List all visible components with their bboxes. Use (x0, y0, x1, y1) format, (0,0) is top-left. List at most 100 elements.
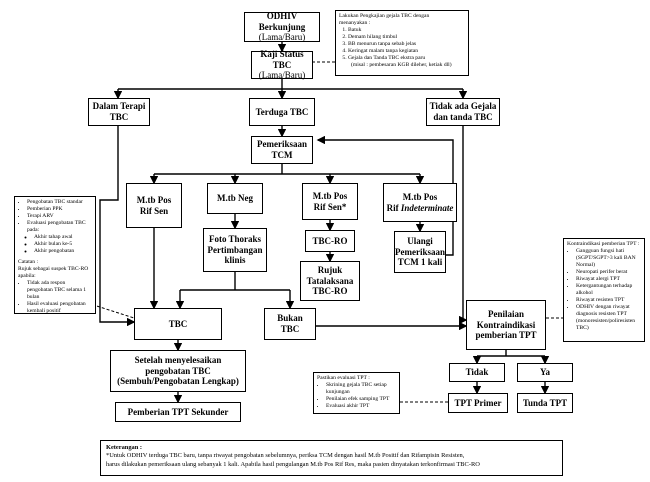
node-tbc-ro: TBC-RO (305, 230, 355, 252)
node-pemeriksaan-line1: Pemeriksaan (257, 139, 307, 150)
node-tidak: Tidak (449, 363, 505, 382)
node-rujuk-line3: TBC-RO (312, 286, 348, 297)
note-gejala-item: Batuk (348, 27, 465, 34)
node-setelah: Setelah menyelesaikan pengobatan TBC (Se… (110, 350, 246, 392)
node-mtb-pos-rif-sen: M.tb Pos Rif Sen (126, 183, 182, 228)
note-pengobatan-item: Evaluasi pengobatan TBC pada: (27, 220, 92, 234)
note-kontra-heading: Kontraindikasi pemberian TPT : (567, 241, 640, 247)
node-mtb-pos-line2: Rif Sen (139, 205, 169, 216)
note-kontra-item: Riwayat resisten TPT (576, 297, 641, 304)
node-tunda-tpt-title: Tunda TPT (522, 397, 568, 408)
node-tidak-ada-gejala: Tidak ada Gejala dan tanda TBC (426, 98, 500, 126)
note-pengobatan-subitem: Akhir pengobatan (34, 248, 92, 255)
arrow-tidak-ada-penilaian (459, 126, 468, 325)
node-ulangi-line3: TCM 1 kali (397, 257, 443, 268)
node-mtb-pos-line1: M.tb Pos (136, 194, 172, 205)
note-kontra-item: Neuropati perifer berat (576, 269, 641, 276)
node-tidak-ada-line2: dan tanda TBC (433, 112, 493, 122)
node-tbc-title: TBC (168, 318, 188, 329)
keterangan-line2: harus dilakukan pemeriksaan ulang sebany… (106, 460, 480, 468)
note-gejala-heading2: menanyakan : (339, 19, 371, 26)
node-mtb-pos-rif-sen-star: M.tb Pos Rif Sen* (302, 183, 358, 220)
note-gejala-heading1: Lakukan Pengkajian gejala TBC dengan (339, 13, 430, 19)
note-pengobatan-item: Pemberian PPK (27, 206, 92, 213)
node-dalam-terapi: Dalam Terapi TBC (88, 98, 150, 126)
node-mtb-indet-line2: Rif Indeterminate (387, 203, 454, 214)
node-tidak-title: Tidak (465, 367, 489, 378)
node-rujuk-line2: Tatalaksana (306, 275, 354, 286)
node-kaji-sub: (Lama/Baru) (258, 70, 306, 81)
note-gejala: Lakukan Pengkajian gejala TBC dengan men… (335, 10, 469, 76)
node-pemeriksaan-tcm: Pemeriksaan TCM (251, 136, 313, 164)
node-tidak-ada-line1: Tidak ada Gejala (429, 101, 497, 112)
note-pengobatan-subitem: Akhir bulan ke-5 (34, 241, 92, 248)
node-tbc: TBC (134, 308, 222, 340)
node-rujuk-line1: Rujuk (317, 264, 343, 275)
note-catatan-head: Catatan : (18, 258, 39, 265)
node-kaji-title: Kaji Status TBC (260, 48, 304, 70)
node-ya-title: Ya (539, 367, 550, 378)
node-pemberian-sekunder: Pemberian TPT Sekunder (115, 402, 241, 422)
node-terduga-title: Terduga TBC (255, 106, 309, 117)
node-setelah-line2: pengobatan TBC (145, 365, 211, 376)
node-mtb-neg: M.tb Neg (207, 183, 263, 214)
node-tpt-primer: TPT Primer (448, 393, 508, 413)
keterangan-line1: *Untuk ODHIV terduga TBC baru, tanpa riw… (106, 452, 465, 460)
note-kontra-item: Riwayat alergi TPT (576, 276, 641, 283)
node-mtb-pos-star-line1: M.tb Pos (312, 190, 348, 201)
node-foto-line3: klinis (224, 255, 246, 266)
node-foto-thoraks: Foto Thoraks Pertimbangan klinis (203, 228, 267, 272)
note-pengobatan-item: Pengobatan TBC standar (27, 199, 92, 206)
node-odhiv-title: ODHIV Berkunjung (258, 10, 306, 32)
note-catatan-item: Tidak ada respon pengobatan TBC selama 1… (27, 280, 92, 301)
node-penilaian-line3: pemberian TPT (475, 330, 537, 341)
note-kontraindikasi: Kontraindikasi pemberian TPT : Gangguan … (563, 238, 645, 342)
note-evaluasi-heading: Pastikan evaluasi TPT : (317, 375, 370, 381)
note-kontra-item: Ketergantungan terhadap alkohol (576, 283, 641, 297)
node-pemeriksaan-line2: TCM (271, 150, 293, 160)
note-evaluasi: Pastikan evaluasi TPT : Skrining gejala … (313, 372, 400, 414)
node-mtb-indet-prefix: Rif (386, 202, 401, 213)
note-pengobatan: Pengobatan TBC standar Pemberian PPK Ter… (14, 196, 96, 314)
node-penilaian-line2: Kontraindikasi (476, 319, 536, 330)
note-evaluasi-item: Penilaian efek samping TPT (326, 396, 396, 403)
note-gejala-item: Demam hilang timbul (348, 34, 465, 41)
node-foto-line2: Pertimbangan (207, 244, 263, 255)
node-odhiv: ODHIV Berkunjung (Lama/Baru) (244, 10, 320, 43)
node-ya: Ya (517, 363, 573, 382)
node-mtb-neg-title: M.tb Neg (217, 193, 253, 204)
node-mtb-indet-italic: Indeterminate (400, 202, 454, 213)
node-tbc-ro-title: TBC-RO (312, 235, 348, 246)
node-ulangi-line1: Ulangi (407, 235, 433, 246)
note-pengobatan-item: Terapi ARV (27, 213, 92, 220)
node-kaji-status: Kaji Status TBC (Lama/Baru) (251, 48, 313, 81)
node-ulangi-line2: Pemeriksaan (395, 246, 445, 257)
node-bukan-tbc: Bukan TBC (264, 308, 316, 340)
note-gejala-item: Keringat malam tanpa kegiatan (348, 48, 465, 55)
node-odhiv-sub: (Lama/Baru) (258, 32, 306, 43)
node-penilaian: Penilaian Kontraindikasi pemberian TPT (466, 300, 546, 350)
keterangan-box: Keterangan : *Untuk ODHIV terduga TBC ba… (100, 440, 563, 476)
note-evaluasi-item: Skrining gejala TBC setiap kunjungan (326, 382, 396, 396)
note-pengobatan-subitem: Akhir tahap awal (34, 234, 92, 241)
node-dalam-terapi-line1: Dalam Terapi (92, 101, 146, 112)
node-pemberian-sekunder-title: Pemberian TPT Sekunder (127, 406, 229, 417)
node-mtb-indet-line1: M.tb Pos (402, 191, 438, 202)
node-setelah-line3: (Sembuh/Pengobatan Lengkap) (117, 376, 239, 387)
node-tpt-primer-title: TPT Primer (454, 397, 502, 408)
note-gejala-item: BB menurun tanpa sebab jelas (348, 41, 465, 48)
node-mtb-pos-star-line2: Rif Sen* (313, 201, 347, 212)
note-kontra-item: ODHIV dengan riwayat diagnosis resisten … (576, 304, 641, 332)
note-catatan-line: Rujuk sebagai suspek TBC-RO apabila: (18, 265, 89, 279)
node-foto-line1: Foto Thoraks (208, 233, 262, 244)
note-kontra-item: Gangguan fungsi hati (SGPT/SGPT>3 kali B… (576, 248, 641, 269)
arrow-dalam-terapi-tbc (99, 126, 136, 327)
node-penilaian-line1: Penilaian (487, 308, 524, 319)
note-gejala-extra: (misal : pembesaran KGB dileher, ketiak … (351, 61, 452, 68)
node-bukan-tbc-title: Bukan TBC (277, 313, 303, 334)
node-mtb-pos-rif-indeterminate: M.tb Pos Rif Indeterminate (383, 183, 457, 222)
node-terduga-tbc: Terduga TBC (249, 98, 315, 126)
node-ulangi: Ulangi Pemeriksaan TCM 1 kali (394, 231, 446, 273)
node-tunda-tpt: Tunda TPT (517, 393, 573, 413)
